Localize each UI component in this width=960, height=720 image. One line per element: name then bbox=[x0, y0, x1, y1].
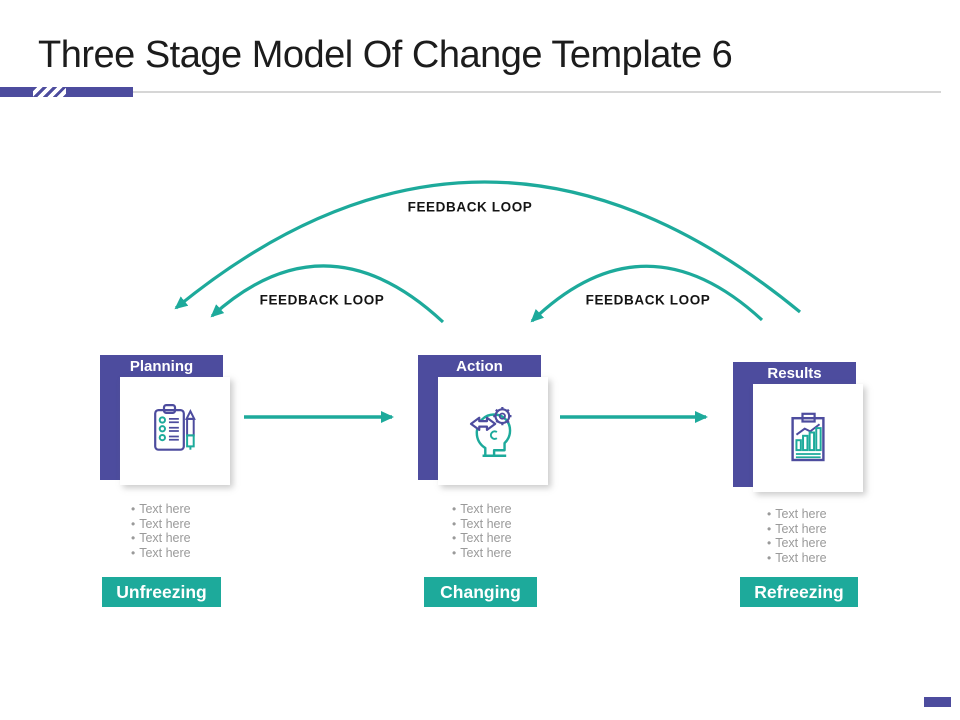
bullet-text: Text here bbox=[460, 545, 512, 560]
underline-solid-segment bbox=[66, 87, 133, 97]
list-item: •Text here bbox=[131, 502, 241, 517]
stage-card-planning bbox=[120, 377, 230, 485]
bullet-icon: • bbox=[767, 521, 772, 536]
stage-box-action: Action bbox=[418, 355, 548, 485]
bullet-list-action: •Text here •Text here •Text here •Text h… bbox=[452, 502, 562, 560]
bullet-text: Text here bbox=[775, 550, 827, 565]
list-item: •Text here bbox=[767, 551, 877, 566]
title-underline-bar bbox=[0, 87, 133, 97]
bullet-icon: • bbox=[452, 545, 457, 560]
bullet-text: Text here bbox=[775, 536, 827, 550]
bullet-text: Text here bbox=[460, 531, 512, 545]
list-item: •Text here bbox=[452, 502, 562, 517]
stage-box-planning: Planning bbox=[100, 355, 230, 485]
bullet-text: Text here bbox=[139, 516, 191, 531]
stage-card-results bbox=[753, 384, 863, 492]
bullet-text: Text here bbox=[775, 521, 827, 536]
bullet-icon: • bbox=[452, 531, 457, 545]
bullet-text: Text here bbox=[139, 545, 191, 560]
stage-label-unfreezing: Unfreezing bbox=[102, 577, 221, 607]
list-item: •Text here bbox=[131, 546, 241, 561]
stage-header-results: Results bbox=[767, 365, 822, 382]
page-title: Three Stage Model Of Change Template 6 bbox=[38, 34, 733, 76]
bullet-text: Text here bbox=[460, 502, 512, 516]
list-item: •Text here bbox=[767, 536, 877, 551]
bullet-icon: • bbox=[131, 531, 136, 545]
list-item: •Text here bbox=[452, 531, 562, 546]
bullet-icon: • bbox=[767, 507, 772, 521]
report-bar-chart-icon bbox=[791, 412, 825, 462]
bullet-icon: • bbox=[131, 545, 136, 560]
bullet-icon: • bbox=[452, 502, 457, 516]
bullet-text: Text here bbox=[139, 502, 191, 516]
underline-solid-segment bbox=[0, 87, 33, 97]
stage-label-refreezing: Refreezing bbox=[740, 577, 858, 607]
list-item: •Text here bbox=[131, 517, 241, 532]
bullet-list-results: •Text here •Text here •Text here •Text h… bbox=[767, 507, 877, 565]
stage-header-planning: Planning bbox=[129, 358, 194, 375]
thinking-head-gear-icon bbox=[469, 407, 512, 457]
bullet-icon: • bbox=[452, 516, 457, 531]
clipboard-checklist-icon bbox=[154, 404, 196, 451]
list-item: •Text here bbox=[131, 531, 241, 546]
stage-card-action bbox=[438, 377, 548, 485]
list-item: •Text here bbox=[452, 546, 562, 561]
list-item: •Text here bbox=[767, 522, 877, 537]
underline-hatch-segment bbox=[33, 87, 66, 97]
feedback-loop-label-outer: FEEDBACK LOOP bbox=[407, 199, 533, 215]
bullet-text: Text here bbox=[139, 531, 191, 545]
feedback-loop-label-left: FEEDBACK LOOP bbox=[259, 292, 385, 308]
bullet-list-planning: •Text here •Text here •Text here •Text h… bbox=[131, 502, 241, 560]
bullet-text: Text here bbox=[460, 516, 512, 531]
list-item: •Text here bbox=[767, 507, 877, 522]
bullet-icon: • bbox=[767, 536, 772, 550]
stage-header-action: Action bbox=[456, 358, 503, 375]
stage-box-results: Results bbox=[733, 362, 863, 492]
bullet-icon: • bbox=[131, 516, 136, 531]
stage-label-changing: Changing bbox=[424, 577, 537, 607]
bullet-text: Text here bbox=[775, 507, 827, 521]
bullet-icon: • bbox=[767, 550, 772, 565]
title-hairline bbox=[133, 91, 941, 93]
bullet-icon: • bbox=[131, 502, 136, 516]
list-item: •Text here bbox=[452, 517, 562, 532]
corner-decoration-rect bbox=[924, 697, 951, 707]
feedback-loop-label-right: FEEDBACK LOOP bbox=[585, 292, 711, 308]
